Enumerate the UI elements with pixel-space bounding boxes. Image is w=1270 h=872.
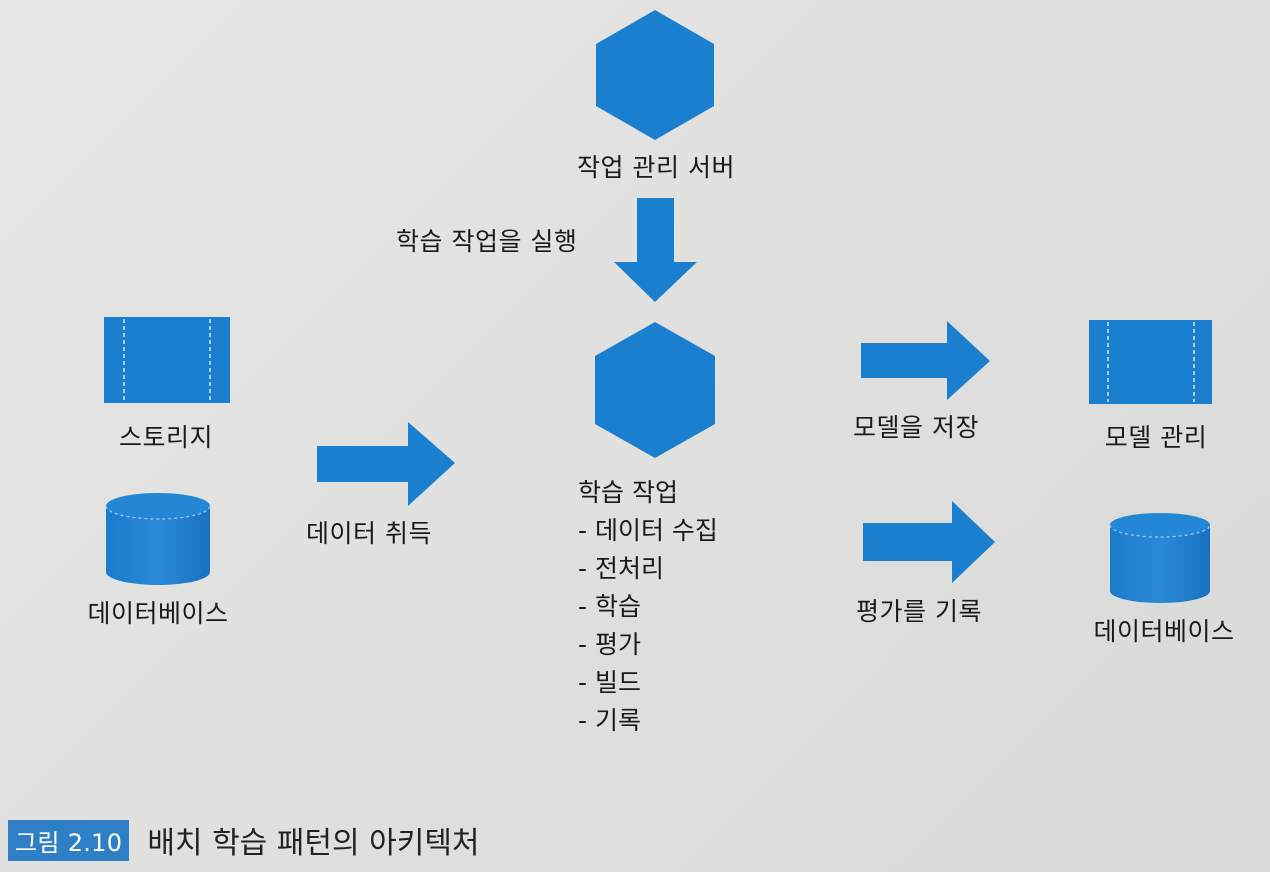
figure-caption-text: 배치 학습 패턴의 아키텍처 bbox=[147, 826, 480, 861]
result-db-label: 데이터베이스 bbox=[1093, 617, 1235, 646]
acquire-data-arrow bbox=[317, 422, 455, 506]
record-eval-label: 평가를 기록 bbox=[856, 597, 982, 626]
train-job-hexagon bbox=[595, 322, 715, 458]
record-eval-arrow bbox=[863, 501, 995, 583]
step-item: - 평가 bbox=[578, 630, 641, 659]
figure-number-badge: 그림 2.10 bbox=[8, 819, 130, 861]
save-model-arrow bbox=[861, 321, 990, 400]
step-item: - 학습 bbox=[578, 592, 641, 621]
train-job-title: 학습 작업 bbox=[578, 478, 678, 507]
job-server-label: 작업 관리 서버 bbox=[577, 153, 735, 182]
model-mgmt-label: 모델 관리 bbox=[1104, 423, 1208, 452]
figure-caption: 그림 2.10 배치 학습 패턴의 아키텍처 bbox=[8, 818, 480, 862]
acquire-data-label: 데이터 취득 bbox=[306, 519, 432, 548]
step-item: - 전처리 bbox=[578, 554, 664, 583]
source-database-icon bbox=[105, 493, 211, 585]
storage-label: 스토리지 bbox=[118, 423, 214, 452]
step-item: - 기록 bbox=[578, 706, 641, 735]
save-model-label: 모델을 저장 bbox=[853, 413, 979, 442]
job-server-hexagon bbox=[596, 10, 714, 140]
run-job-arrow bbox=[614, 198, 697, 302]
source-db-label: 데이터베이스 bbox=[87, 599, 229, 628]
train-job-steps: 학습 작업 - 데이터 수집 - 전처리 - 학습 - 평가 - 빌드 - 기록 bbox=[578, 474, 718, 740]
step-item: - 데이터 수집 bbox=[578, 516, 718, 545]
run-job-label: 학습 작업을 실행 bbox=[396, 227, 578, 256]
storage-icon bbox=[104, 317, 230, 403]
model-management-icon bbox=[1089, 320, 1212, 404]
step-item: - 빌드 bbox=[578, 668, 641, 697]
result-database-icon bbox=[1109, 513, 1211, 603]
